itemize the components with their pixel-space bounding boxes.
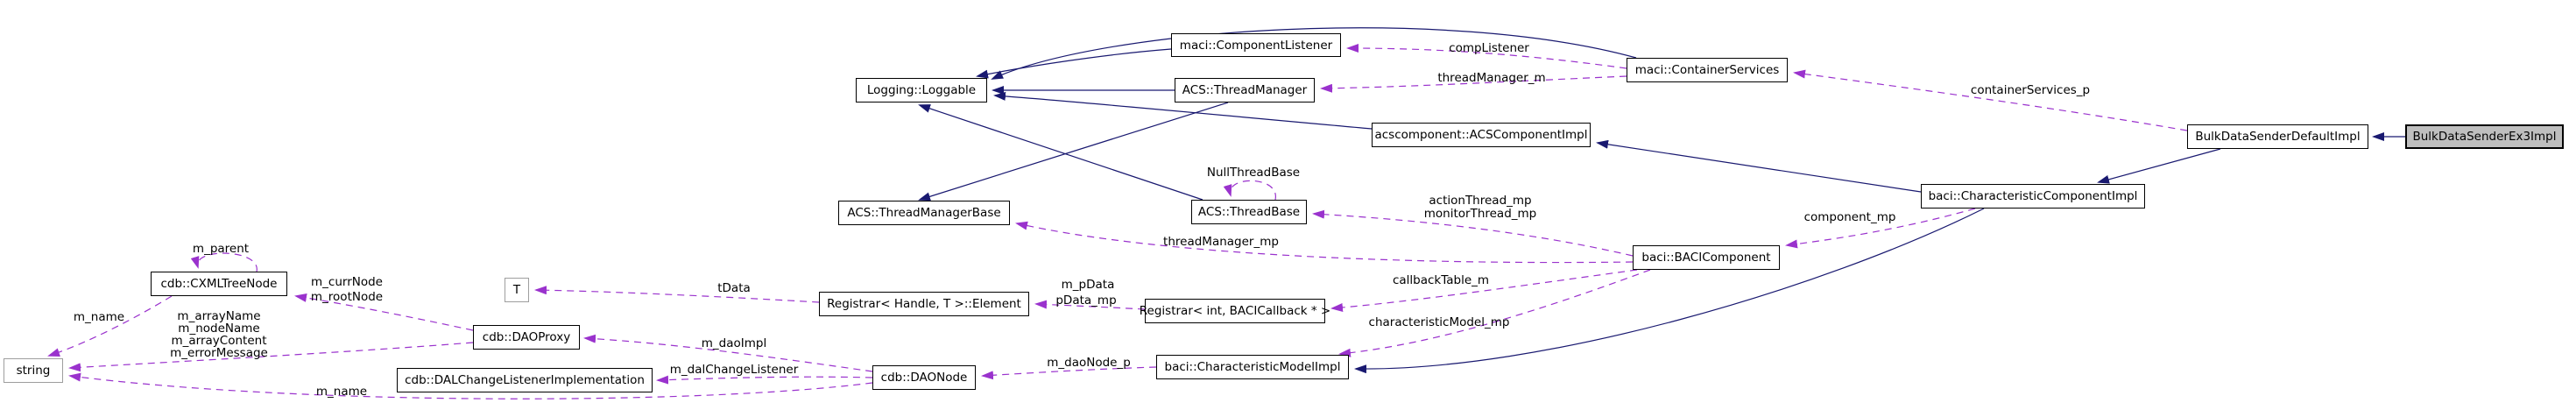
node-acscomponent-acscomponentimpl[interactable]: acscomponent::ACSComponentImpl	[1372, 123, 1591, 147]
node-string: string	[4, 358, 63, 383]
node-baci-characteristiccomponentimpl[interactable]: baci::CharacteristicComponentImpl	[1921, 184, 2145, 209]
inheritance-bulkdefault-to-characteristiccomponentimpl	[2097, 148, 2221, 184]
edge-label-marrayname: m_arrayName	[177, 309, 261, 323]
usage-containerservices-p	[1793, 69, 2188, 131]
node-bulkdatasenderdefaultimpl[interactable]: BulkDataSenderDefaultImpl	[2187, 124, 2368, 149]
edge-label-mparent: m_parent	[192, 242, 250, 256]
edge-label-mname-daonode: m_name	[315, 385, 368, 399]
inheritance-threadmanager-to-threadmanagerbase	[918, 102, 1229, 201]
usage-mparent-selfloop	[190, 252, 258, 272]
usage-mname-daonode-to-string	[68, 372, 873, 399]
edge-label-containerservices-p: containerServices_p	[1970, 83, 2091, 97]
node-bulkdatasenderex3impl-current: BulkDataSenderEx3Impl	[2405, 124, 2564, 149]
usage-tdata	[534, 286, 820, 303]
inheritance-characteristiccomponentimpl-to-characteristicmodelimpl	[1354, 208, 1985, 374]
edge-label-pdata-mp: pData_mp	[1055, 293, 1117, 308]
edge-label-tdata: tData	[717, 281, 751, 295]
edge-label-monitorthread-mp: monitorThread_mp	[1423, 207, 1537, 221]
node-cdb-daonode[interactable]: cdb::DAONode	[872, 365, 976, 390]
edge-label-threadmanager-mp: threadManager_mp	[1163, 235, 1279, 249]
node-logging-loggable[interactable]: Logging::Loggable	[856, 78, 987, 102]
inheritance-containerservices-to-loggable	[991, 27, 1637, 80]
edge-label-callbacktable-m: callbackTable_m	[1392, 273, 1490, 287]
edge-label-mdalchangelistener: m_dalChangeListener	[669, 363, 799, 377]
node-maci-componentlistener[interactable]: maci::ComponentListener	[1171, 33, 1341, 57]
node-template-param-t: T	[505, 278, 529, 302]
usage-threadmanager-mp	[1015, 221, 1634, 264]
usage-mdalchangelistener	[656, 375, 873, 385]
edge-label-mrootnode: m_rootNode	[310, 290, 384, 304]
edge-label-merrormessage: m_errorMessage	[170, 346, 268, 360]
usage-threadmanager-m	[1320, 75, 1627, 93]
usage-mcurrnode-mrootnode	[294, 293, 474, 331]
edge-label-characteristicmodel-mp: characteristicModel_mp	[1368, 315, 1510, 329]
node-baci-bacicomponent[interactable]: baci::BACIComponent	[1633, 245, 1780, 270]
usage-callbacktable-m	[1330, 269, 1638, 312]
usage-nullthreadbase-selfloop	[1223, 180, 1276, 201]
edge-label-mdaoimpl: m_daoImpl	[701, 336, 767, 350]
usage-mdaoimpl	[583, 334, 873, 372]
node-cdb-dalchangelistenerimplementation[interactable]: cdb::DALChangeListenerImplementation	[397, 368, 653, 392]
usage-characteristicmodel-mp	[1338, 269, 1651, 357]
edge-label-mnodename: m_nodeName	[178, 322, 260, 336]
node-baci-characteristicmodelimpl[interactable]: baci::CharacteristicModelImpl	[1156, 355, 1349, 379]
edge-label-mcurrnode: m_currNode	[311, 275, 383, 289]
node-registrar-handle-t-element[interactable]: Registrar< Handle, T >::Element	[819, 292, 1029, 316]
edge-label-component-mp: component_mp	[1803, 210, 1896, 224]
usage-mpdata-pdatamp	[1034, 300, 1146, 310]
node-cdb-cxmltreenode[interactable]: cdb::CXMLTreeNode	[151, 272, 287, 296]
edge-label-mname-tree: m_name	[73, 310, 125, 324]
node-cdb-daoproxy[interactable]: cdb::DAOProxy	[473, 325, 580, 350]
edge-label-complistener: compListener	[1449, 41, 1529, 55]
edge-label-mdaonode-p: m_daoNode_p	[1047, 356, 1131, 370]
inheritance-characteristiccomponentimpl-to-acscomponentimpl	[1596, 139, 1922, 193]
inheritance-componentlistener-to-loggable	[976, 48, 1172, 79]
edge-label-nullthreadbase: NullThreadBase	[1206, 166, 1301, 180]
usage-component-mp	[1785, 208, 1976, 249]
edge-label-threadmanager-m: threadManager_m	[1437, 71, 1546, 85]
node-acs-threadbase[interactable]: ACS::ThreadBase	[1191, 200, 1307, 224]
usage-actionthread-monitorthread	[1312, 209, 1634, 257]
node-acs-threadmanager[interactable]: ACS::ThreadManager	[1175, 78, 1315, 102]
node-registrar-int-bacicallback[interactable]: Registrar< int, BACICallback * >	[1140, 299, 1330, 323]
edge-label-actionthread-mp: actionThread_mp	[1429, 194, 1532, 208]
edge-label-marraycontent: m_arrayContent	[171, 334, 267, 348]
inheritance-acscomponentimpl-to-loggable	[993, 91, 1373, 130]
usage-mname-tree-to-string	[47, 295, 173, 357]
node-acs-threadmanagerbase[interactable]: ACS::ThreadManagerBase	[838, 201, 1010, 225]
usage-complistener	[1346, 44, 1627, 69]
usage-mdaonode-p	[981, 366, 1157, 380]
node-maci-containerservices[interactable]: maci::ContainerServices	[1627, 58, 1788, 82]
inheritance-threadbase-to-loggable	[918, 104, 1203, 201]
usage-marrayname-group	[68, 342, 474, 372]
edge-label-mpdata: m_pData	[1061, 278, 1115, 292]
